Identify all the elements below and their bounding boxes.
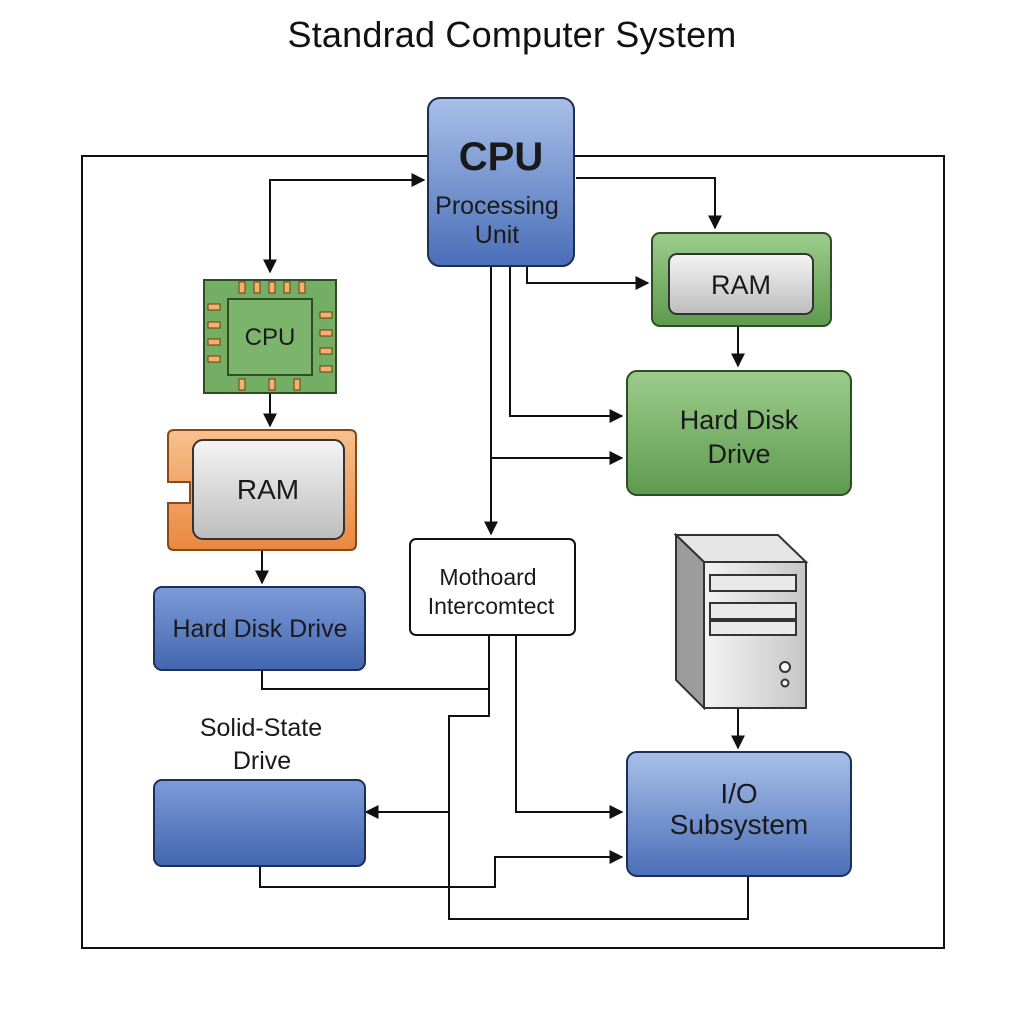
connector-cpu-ram-right-2: [526, 266, 650, 290]
cpu-processing-unit: CPU Processing Unit: [427, 97, 575, 267]
motherboard-line2: Intercomtect: [428, 593, 555, 619]
connector-cpu-chip: [263, 173, 426, 274]
ram-right: RAM: [651, 232, 832, 327]
io-line2: Subsystem: [670, 809, 809, 840]
hard-disk-drive-left: Hard Disk Drive: [153, 586, 366, 671]
hdd-right-line2: Drive: [707, 439, 770, 469]
io-line1: I/O: [720, 778, 757, 809]
computer-tower-icon: [673, 532, 809, 711]
connector-ssd-io: [259, 850, 624, 888]
motherboard-line1: Mothoard: [439, 564, 536, 590]
connector-motherboard-io: [515, 636, 624, 819]
ram-left: RAM: [167, 429, 357, 551]
ram-right-label: RAM: [711, 270, 771, 300]
solid-state-drive: [153, 779, 366, 867]
cpu-chip-label: CPU: [245, 324, 296, 351]
motherboard-interconnect: Mothoard Intercomtect: [409, 538, 576, 636]
cpu-main-line3: Unit: [475, 221, 520, 249]
io-subsystem: I/O Subsystem: [626, 751, 852, 877]
diagram-title: Standrad Computer System: [287, 14, 737, 55]
connector-cpu-hdd-right: [509, 266, 624, 423]
connector-bus-loop: [448, 636, 749, 920]
connector-cpu-ram-right: [576, 177, 722, 230]
hdd-right-line1: Hard Disk: [680, 405, 799, 435]
cpu-main-line2: Processing: [435, 192, 559, 220]
ssd-label-line1: Solid-State: [200, 714, 322, 742]
ssd-label-line2: Drive: [233, 747, 291, 775]
hard-disk-drive-right: Hard Disk Drive: [626, 370, 852, 496]
hdd-left-label: Hard Disk Drive: [172, 615, 347, 643]
connectors: [255, 173, 749, 920]
cpu-main-title: CPU: [459, 135, 543, 179]
ram-left-label: RAM: [237, 474, 299, 505]
cpu-chip-icon: CPU: [203, 279, 337, 394]
